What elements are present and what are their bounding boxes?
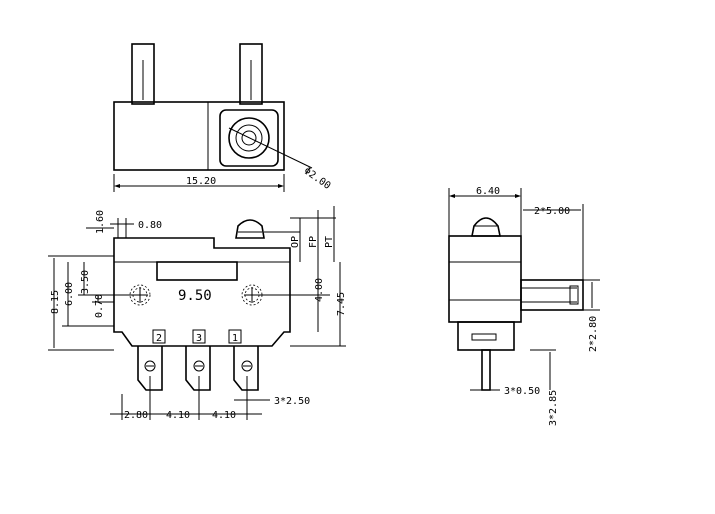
actuator-square [219,109,279,167]
top-body [113,101,285,171]
terminal-number-2: 2 [156,333,162,344]
width-15-20-label: 15.20 [186,176,216,187]
dim-4-10-a: 4.10 [166,410,190,421]
front-body [113,237,291,347]
dim-1-60: 1.60 [95,210,106,234]
side-view: 6.40 2*5.00 2*2.80 3*0.50 3*2.85 [448,186,600,426]
dim-0-80: 0.80 [138,220,162,231]
dim-fp: FP [308,236,319,248]
dim-2-2-80: 2*2.80 [588,316,599,352]
top-view: Φ2.00 15.20 [113,43,332,192]
terminal-number-1: 1 [232,333,238,344]
hole-diameter-label: Φ2.00 [301,166,332,192]
dim-2-80: 2.80 [124,410,148,421]
dim-4-10-b: 4.10 [212,410,236,421]
side-body [448,235,522,323]
dim-pt: PT [324,236,335,248]
front-view: 9.50 2 3 1 0.80 1.60 OP FP PT [48,206,347,421]
side-terminal [520,279,584,311]
top-terminal-right [239,43,263,105]
dim-4-00: 4.00 [314,278,325,302]
dim-0-70: 0.70 [94,294,105,318]
front-window [156,261,238,281]
dim-7-45: 7.45 [336,292,347,316]
side-width-label: 6.40 [476,186,500,197]
dim-3-50: 3.50 [80,270,91,294]
dim-terminal-width: 3*2.50 [274,396,310,407]
dim-2-5-00: 2*5.00 [534,206,570,217]
dim-3-0-50: 3*0.50 [504,386,540,397]
dim-op: OP [290,236,301,248]
dim-3-2-85: 3*2.85 [548,390,559,426]
top-terminal-left [131,43,155,105]
dim-6-00: 6.00 [64,282,75,306]
terminal-number-3: 3 [196,333,202,344]
dim-8-15: 8.15 [50,290,61,314]
center-spacing-label: 9.50 [178,288,212,304]
